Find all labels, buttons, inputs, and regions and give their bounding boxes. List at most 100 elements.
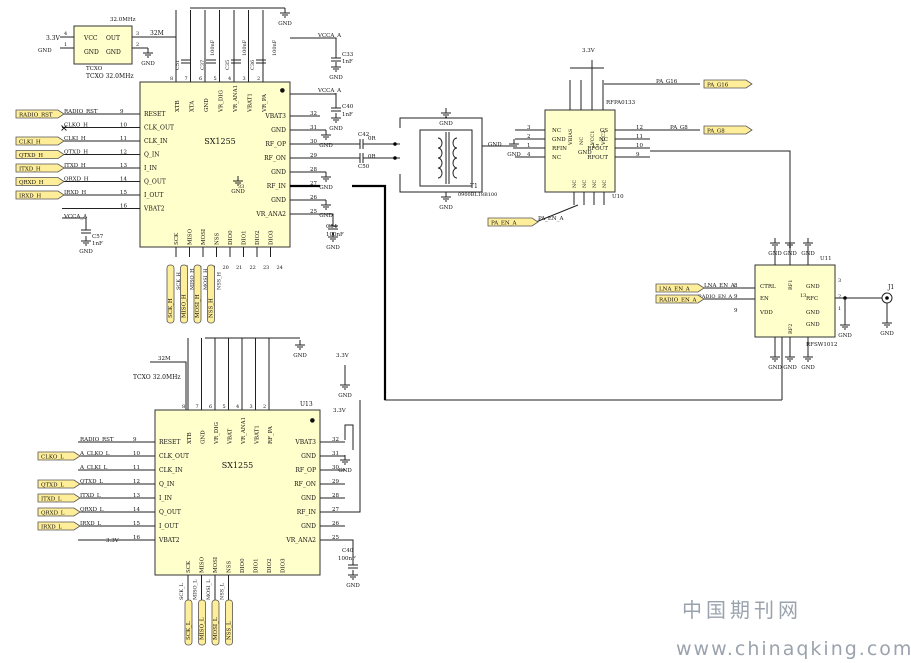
sx-top-RADIO_RST-tag (15, 109, 65, 119)
vbat2-cap-wire (62, 217, 87, 230)
u10-left-pin: GND (552, 137, 566, 143)
u10-top-pin: VCC2 (601, 131, 607, 146)
u13-bottom-pin: DIO1 (254, 558, 260, 573)
gnd-label: GND (783, 365, 797, 371)
pa-en-wire (535, 204, 579, 223)
bottom-pin-name: DIO2 (255, 230, 261, 245)
tcxo-pin-gnd: GND (84, 49, 99, 56)
spi-bot-SCK_L: SCK_L (186, 621, 192, 640)
u11-name: U11 (820, 256, 832, 262)
u13-bottom-pin: DIO0 (240, 558, 246, 573)
cap-value: 100nF (272, 39, 278, 56)
u13-bottom-pin: DIO3 (281, 558, 287, 573)
top-pin-number: 3 (243, 76, 246, 82)
sx-bot-IRXD_L-label: IRXD_L (41, 524, 62, 530)
left-net-label: CLKO_H (64, 123, 88, 129)
tcxo-pin-gnd: GND (106, 49, 121, 56)
c40-value: 1nF (342, 112, 353, 118)
spi-bot-net: MOSI_L (206, 579, 212, 600)
u13-cap-label: C40 (342, 548, 354, 554)
tcxo-pin-out: OUT (106, 35, 120, 42)
gnd-label: GND (278, 21, 292, 27)
u11-pin-rf1: RF1 (788, 280, 794, 290)
u13-left-num: 16 (133, 535, 140, 541)
balun-coil (452, 157, 458, 169)
c54-label: C54 (326, 224, 338, 230)
gnd-label: GND (338, 393, 352, 399)
c54-value: 100nF (326, 232, 344, 238)
u11-num: 1 (838, 306, 841, 312)
u11-pin-vdd: VDD (759, 310, 773, 316)
sx-bot-CLKO_L-tag (37, 451, 81, 461)
spi-bot-MOSI_L-tag (211, 599, 220, 646)
pin-num: 4 (64, 31, 67, 37)
gnd-label: GND (231, 189, 245, 195)
rf-in-route (352, 184, 387, 400)
tcxo-bottom-wire (150, 361, 187, 410)
bottom-pin-name: MISO (188, 228, 194, 245)
left-pin-name: I_OUT (144, 192, 163, 199)
left-net-label: CLKI_H (64, 136, 86, 142)
right-pin-name: RF_OP (265, 141, 286, 148)
right-pin-name: VR_ANA2 (255, 211, 286, 218)
left-pin-name: CLK_IN (144, 138, 168, 145)
u11-num: 13 (800, 293, 806, 299)
sx-top-QRXD_H-tag (15, 177, 65, 186)
cap-top-label: C36 (250, 60, 256, 70)
u13-top-num: 7 (196, 404, 199, 410)
u10-center-num: 17 (592, 144, 599, 150)
left-net-label: ITXD_H (64, 163, 86, 169)
left-pin-number: 15 (120, 190, 127, 196)
top-pin-name: VBAT1 (248, 93, 254, 113)
bottom-pin-number: 24 (277, 265, 283, 271)
gnd-label: GND (783, 251, 797, 257)
cap-value: 100nF (242, 39, 248, 56)
u13-left-num: 15 (133, 521, 140, 527)
u11-pin-ctrl: CTRL (760, 284, 776, 290)
sx-top-ITXD_H-label: ITXD_H (19, 166, 41, 172)
u13-right-num: 27 (332, 507, 339, 513)
spi-top-SCK_H-tag (166, 264, 175, 324)
u13-left-num: 14 (133, 507, 140, 513)
pa-g8-label: PA_G8 (707, 128, 725, 134)
u10-right-pin: NC (599, 137, 608, 143)
sx-bot-CLKO_L-label: CLKO_L (41, 454, 64, 460)
bottom-pin-name: SCK (174, 232, 180, 245)
spi-top-net-MOSI_H: MOSI_H (203, 268, 209, 290)
spi-top-NSS_H: NSS_H (209, 298, 215, 318)
u13-bottom-pin: SCK (186, 560, 192, 573)
right-pin-number: 27 (310, 181, 317, 187)
right-pin-number: 26 (310, 195, 317, 201)
top-pin-name: GND (204, 98, 210, 112)
vcca-wire2 (290, 93, 337, 108)
u10-left-pin: NC (552, 155, 561, 161)
u13-left-net: QRXD_L (80, 507, 104, 513)
rx-path-wire (384, 360, 782, 401)
u10-left-num: 2 (527, 134, 531, 140)
u10-left-num: 4 (527, 152, 531, 158)
top-pin-number: 6 (199, 76, 202, 82)
balun-coil (452, 147, 458, 159)
sx-bot-QRXD_L-tag (37, 507, 81, 517)
u13-left-pin: CLK_IN (159, 467, 183, 474)
u13-top-pin: VBAT1 (255, 425, 261, 445)
u13-left-pin: RESET (159, 439, 180, 446)
u10-right-pin: RFOUT (587, 146, 608, 152)
sx-top-IRXD_H-tag (15, 190, 65, 200)
pin-num: 1 (64, 42, 67, 48)
c50-label: C50 (358, 164, 370, 170)
balun-coil (437, 137, 443, 149)
cap-top-label: C37 (200, 60, 206, 70)
u13-right-pin: GND (301, 523, 316, 530)
spi-bot-NSS_L-tag (225, 599, 233, 646)
gnd-label: GND (507, 152, 521, 158)
u13-supply: 3.3V (333, 408, 347, 414)
pa-en-tag (487, 217, 539, 227)
gnd-label: GND (801, 365, 815, 371)
junction-dot (393, 156, 397, 160)
spi-bot-net: SCK_L (179, 583, 185, 600)
u11-gnd: GND (806, 310, 820, 316)
spi-top-net-NSS_H: NSS_H (217, 271, 223, 290)
sx-bot-QTXD_L-label: QTXD_L (41, 482, 64, 488)
gnd-label: GND (768, 365, 782, 371)
